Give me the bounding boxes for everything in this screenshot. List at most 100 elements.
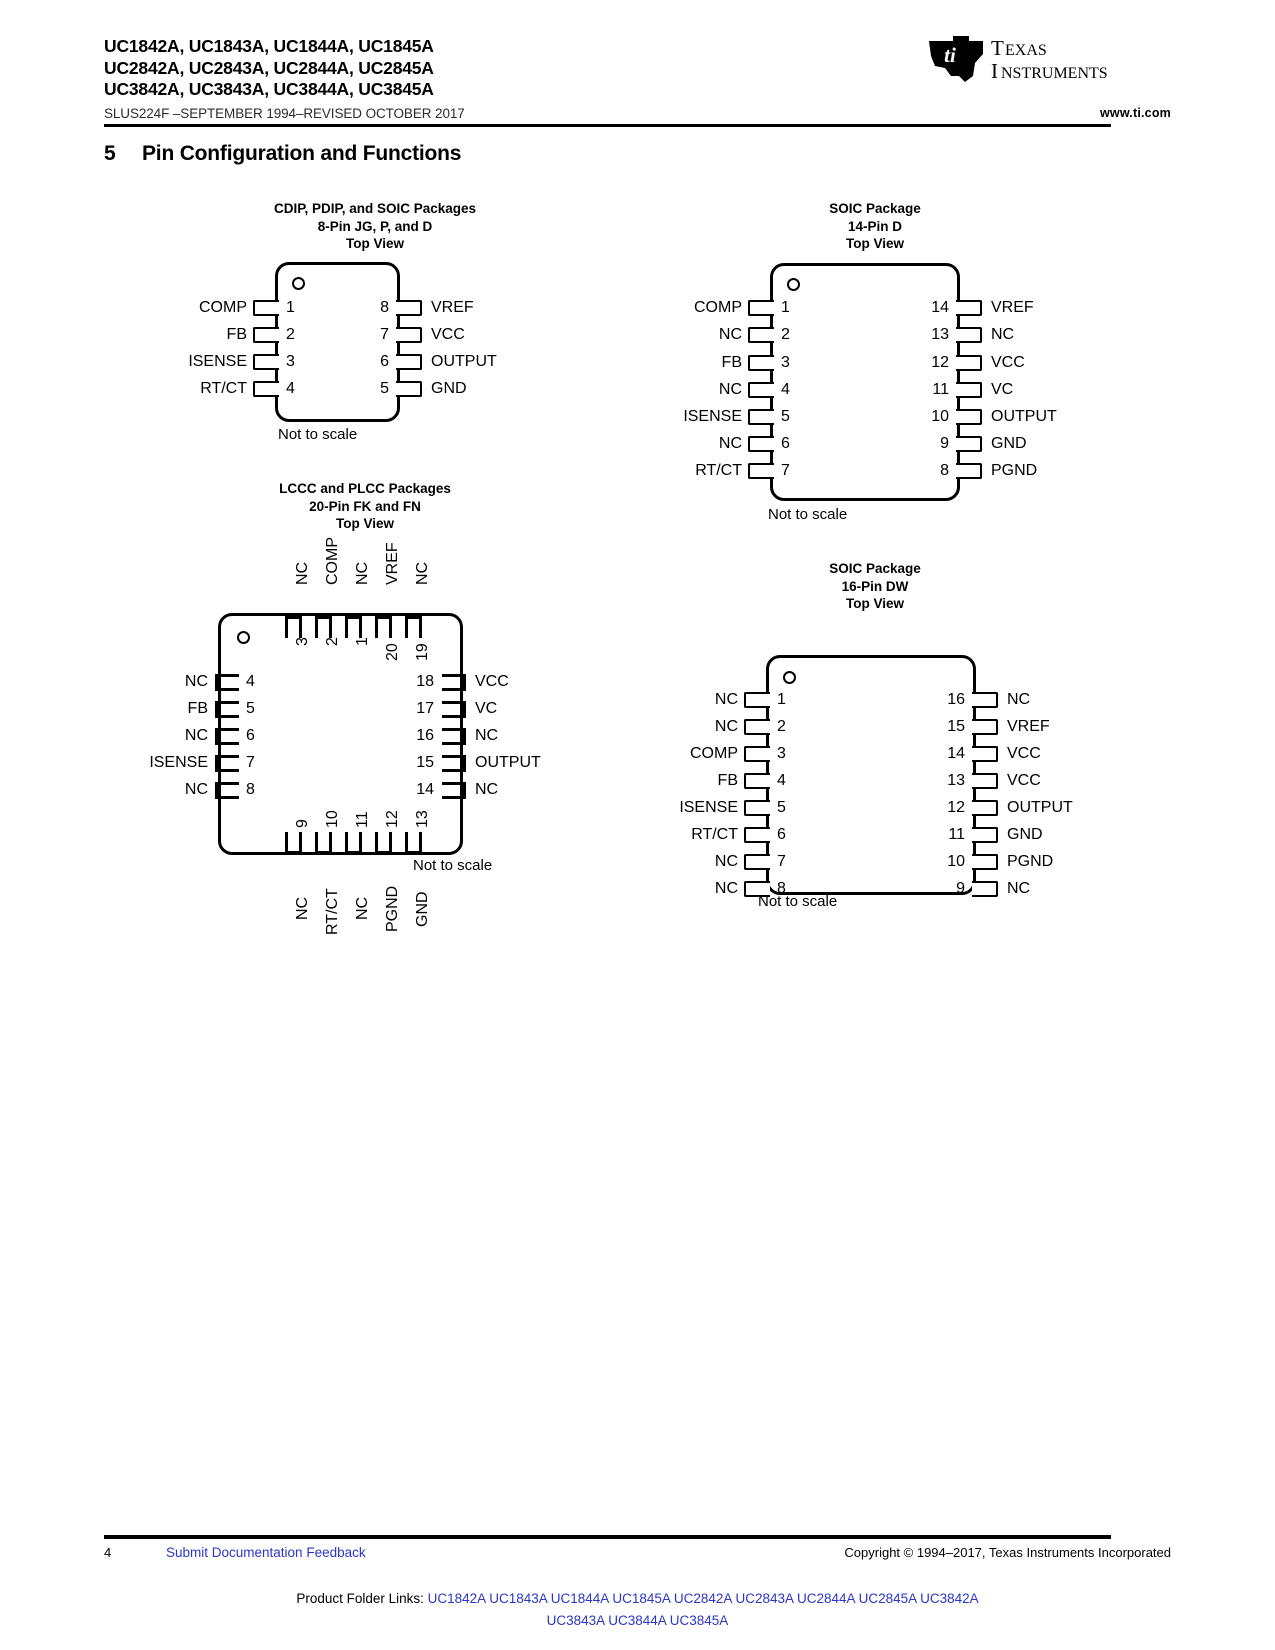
- pin-number: 15: [416, 754, 434, 771]
- pin-number: 6: [781, 435, 790, 452]
- pin-label: COMP: [690, 745, 738, 762]
- pin-label: PGND: [991, 462, 1038, 479]
- header-divider: [104, 124, 1111, 127]
- pin1-indicator-dot: [292, 277, 305, 290]
- document-id-line: SLUS224F –SEPTEMBER 1994–REVISED OCTOBER…: [104, 106, 465, 121]
- pin-number: 12: [384, 810, 401, 828]
- product-link-list[interactable]: UC1842A UC1843A UC1844A UC1845A UC2842A …: [428, 1591, 979, 1628]
- pin-stub: [396, 381, 422, 397]
- pin-number: 1: [777, 691, 786, 708]
- pin-stub: [748, 300, 774, 316]
- pin-label: NC: [718, 326, 742, 343]
- product-folder-links: Product Folder Links: UC1842A UC1843A UC…: [0, 1588, 1275, 1632]
- pin-label: VC: [475, 700, 498, 717]
- pin-label: VCC: [475, 673, 509, 690]
- product-link[interactable]: UC2845A: [858, 1591, 917, 1606]
- package-body-16pin: [766, 655, 976, 895]
- device-line-1: UC1842A, UC1843A, UC1844A, UC1845A: [104, 36, 434, 56]
- pin-pad: [375, 616, 392, 638]
- product-link[interactable]: UC1845A: [612, 1591, 671, 1606]
- pin-number: 7: [246, 754, 255, 771]
- pin-stub: [956, 463, 982, 479]
- pin-label: OUTPUT: [991, 408, 1057, 425]
- package-title-line-1: SOIC Package: [829, 201, 921, 216]
- svg-text:ti: ti: [944, 43, 956, 67]
- pin-label: FB: [226, 326, 247, 343]
- pin-stub: [253, 381, 279, 397]
- package-title-line-3: Top View: [845, 596, 904, 611]
- pin-pad: [442, 782, 466, 799]
- pin-label: ISENSE: [679, 799, 738, 816]
- page-number: 4: [104, 1545, 112, 1560]
- pin-label: NC: [714, 880, 738, 897]
- pin-number: 14: [947, 745, 965, 762]
- package-title-line-2: 14-Pin D: [847, 218, 902, 234]
- pin-number: 20: [384, 643, 401, 661]
- pin-number: 10: [324, 810, 341, 828]
- product-link[interactable]: UC3843A: [546, 1613, 605, 1628]
- package-title-20pin: LCCC and PLCC Packages 20-Pin FK and FN …: [150, 480, 580, 533]
- pin-label: NC: [475, 781, 499, 798]
- pin-label: OUTPUT: [475, 754, 541, 771]
- pin-number: 17: [416, 700, 434, 717]
- pin-label: GND: [431, 380, 467, 397]
- pin-label: NC: [714, 691, 738, 708]
- pin-number: 19: [414, 643, 431, 661]
- pin-label: NC: [294, 561, 311, 585]
- pin-number: 3: [781, 354, 790, 371]
- product-link[interactable]: UC1844A: [550, 1591, 609, 1606]
- pin-stub: [748, 382, 774, 398]
- pin1-indicator-dot: [787, 278, 800, 291]
- ti-website-url[interactable]: www.ti.com: [1100, 106, 1171, 120]
- device-line-2: UC2842A, UC2843A, UC2844A, UC2845A: [104, 57, 434, 78]
- pin-label: NC: [354, 896, 371, 920]
- product-link[interactable]: UC2843A: [735, 1591, 794, 1606]
- product-link[interactable]: UC3845A: [669, 1613, 729, 1628]
- pin-number: 7: [380, 326, 389, 343]
- pin-number: 2: [324, 637, 341, 646]
- pin-label: GND: [414, 891, 431, 927]
- pin-pad: [315, 832, 332, 854]
- product-link[interactable]: UC1843A: [489, 1591, 547, 1606]
- pin-number: 5: [380, 380, 389, 397]
- pin-label: OUTPUT: [431, 353, 497, 370]
- pin-label: VC: [991, 381, 1014, 398]
- pin-label: VCC: [1007, 745, 1041, 762]
- pin-stub: [744, 692, 770, 708]
- pin-number: 13: [947, 772, 965, 789]
- pin-number: 3: [294, 637, 311, 646]
- section-number: 5: [104, 142, 116, 165]
- svg-text:NSTRUMENTS: NSTRUMENTS: [1001, 65, 1108, 82]
- pin-label: NC: [718, 381, 742, 398]
- product-link[interactable]: UC3844A: [608, 1613, 667, 1628]
- pin-number: 5: [246, 700, 255, 717]
- pin-label: FB: [187, 700, 208, 717]
- product-link[interactable]: UC1842A: [427, 1591, 486, 1606]
- device-title-block: UC1842A, UC1843A, UC1844A, UC1845A UC284…: [104, 36, 434, 101]
- pin-number: 10: [931, 408, 949, 425]
- pin-label: NC: [184, 673, 208, 690]
- pin-stub: [748, 436, 774, 452]
- product-link[interactable]: UC3842A: [920, 1591, 979, 1606]
- package-title-line-2: 20-Pin FK and FN: [309, 498, 421, 514]
- product-link[interactable]: UC2842A: [673, 1591, 732, 1606]
- pin-stub: [956, 355, 982, 371]
- pin-stub: [972, 746, 998, 762]
- pin-pad: [442, 701, 466, 718]
- pin-number: 7: [781, 462, 790, 479]
- product-link[interactable]: UC2844A: [797, 1591, 855, 1606]
- pin-label: VCC: [431, 326, 465, 343]
- pin-pad: [405, 616, 422, 638]
- pin-number: 16: [947, 691, 965, 708]
- pin-label: VCC: [991, 354, 1025, 371]
- pin-number: 15: [947, 718, 965, 735]
- pin-label: FB: [721, 354, 742, 371]
- package-title-line-2: 8-Pin JG, P, and D: [317, 218, 433, 234]
- package-diagram-14pin: SOIC Package 14-Pin D Top View COMP NC F…: [655, 200, 1095, 530]
- pin-label: ISENSE: [149, 754, 208, 771]
- pin-stub: [744, 800, 770, 816]
- pin-number: 4: [246, 673, 255, 690]
- pin-pad: [345, 616, 362, 638]
- pin-label: NC: [1007, 691, 1031, 708]
- submit-feedback-link[interactable]: Submit Documentation Feedback: [166, 1545, 366, 1560]
